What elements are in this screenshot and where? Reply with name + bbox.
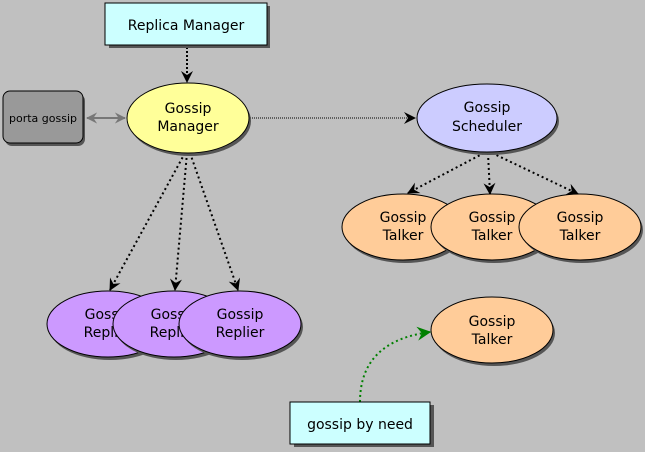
- talker-line2: Talker: [382, 228, 424, 244]
- edges: [86, 47, 579, 403]
- talker-line2: Talker: [559, 228, 601, 244]
- gossip-scheduler-node[interactable]: Gossip Scheduler: [416, 83, 559, 155]
- replica-manager-label: Replica Manager: [128, 18, 245, 34]
- edge-scheduler-to-talker-2: [483, 152, 496, 195]
- gossip-scheduler-line2: Scheduler: [452, 119, 522, 135]
- talker-line1: Gossip: [557, 210, 604, 226]
- gossip-manager-line2: Manager: [157, 119, 219, 135]
- gossip-manager-node[interactable]: Gossip Manager: [126, 82, 251, 156]
- talker-single-line1: Gossip: [469, 314, 516, 330]
- gossip-by-need-node[interactable]: gossip by need: [289, 401, 434, 447]
- porta-gossip-node[interactable]: porta gossip: [2, 90, 85, 146]
- edge-manager-to-replier-1: [109, 152, 186, 291]
- edge-scheduler-to-talker-3: [491, 152, 579, 195]
- replier-line1: Gossip: [217, 307, 264, 323]
- talker-line2: Talker: [471, 228, 513, 244]
- edge-manager-to-replier-3: [189, 152, 241, 291]
- replier-line2: Replier: [216, 325, 265, 341]
- talker-single-line2: Talker: [471, 332, 513, 348]
- talker-line1: Gossip: [469, 210, 516, 226]
- edge-need-to-talker: [359, 326, 432, 403]
- talker-line1: Gossip: [380, 210, 427, 226]
- gossip-scheduler-line1: Gossip: [464, 100, 511, 116]
- gossip-manager-line1: Gossip: [165, 101, 212, 117]
- gossip-by-need-label: gossip by need: [307, 417, 413, 433]
- gossip-talker-node[interactable]: Gossip Talker: [518, 193, 643, 263]
- edge-scheduler-to-talker-1: [407, 152, 485, 194]
- porta-gossip-label: porta gossip: [9, 112, 77, 125]
- gossip-talker-single-node[interactable]: Gossip Talker: [430, 296, 555, 366]
- edge-manager-to-replier-2: [169, 152, 188, 291]
- gossip-replier-node[interactable]: Gossip Replier: [178, 290, 303, 360]
- replica-manager-node[interactable]: Replica Manager: [104, 2, 270, 48]
